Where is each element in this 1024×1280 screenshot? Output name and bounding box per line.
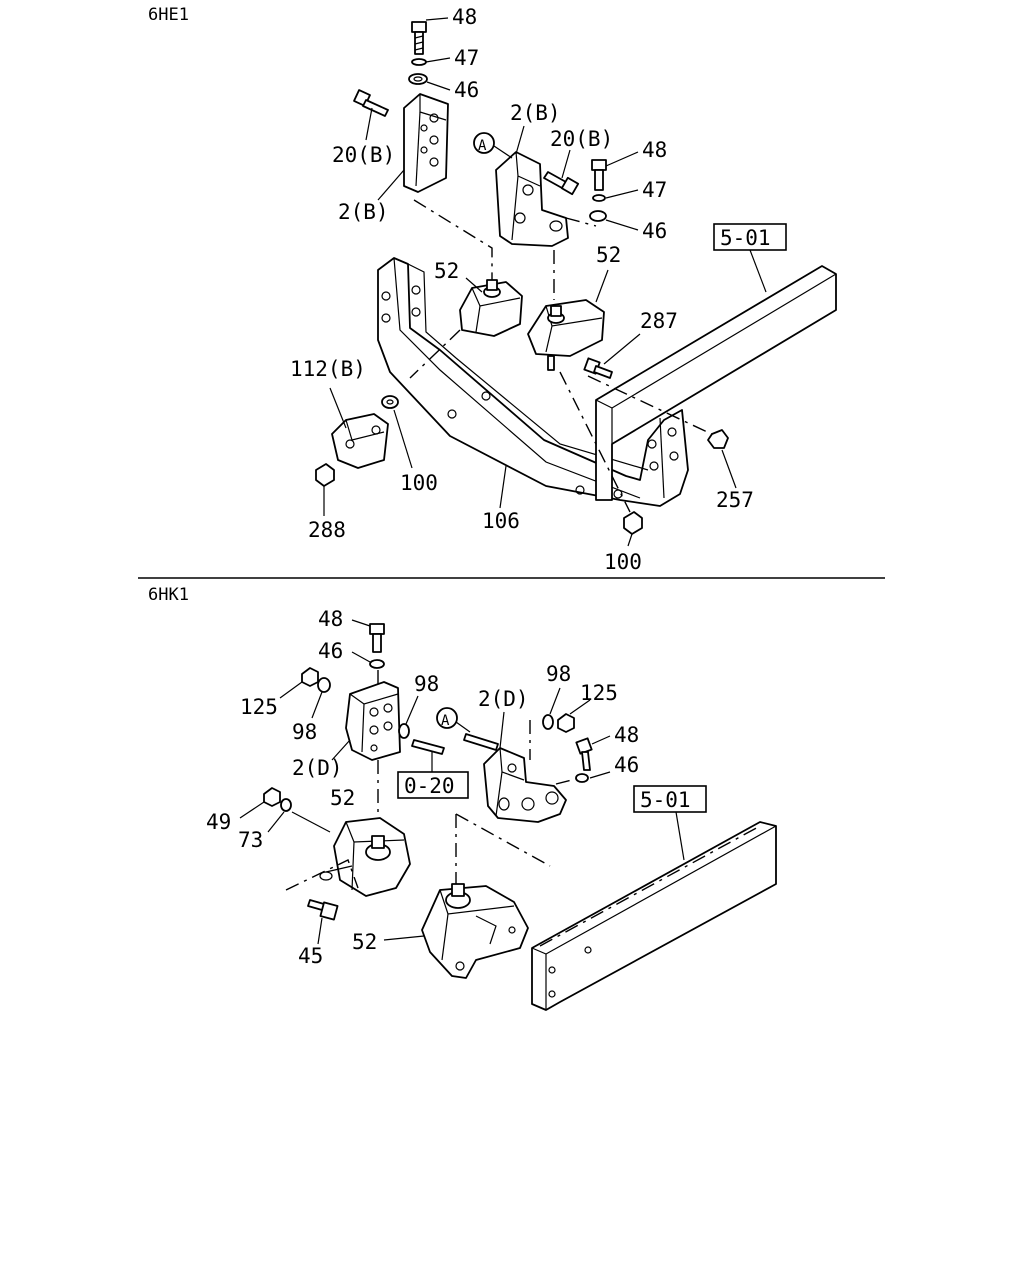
label-52-left: 52: [434, 259, 459, 283]
label-45: 45: [298, 944, 323, 968]
section-title-6he1: 6HE1: [148, 5, 189, 25]
washer-73: [280, 798, 292, 812]
label-2b-plate: 2(B): [338, 200, 389, 224]
label-257: 257: [716, 488, 754, 512]
label-52-lower: 52: [352, 930, 377, 954]
washer-47-right: [592, 194, 606, 202]
label-125-left: 125: [240, 695, 278, 719]
bolt-287: [583, 357, 613, 379]
label-2d-left: 2(D): [292, 756, 343, 780]
nut-125-right: [557, 713, 575, 733]
frame-rail-bottom: [508, 821, 777, 1011]
callout-a-bottom: [436, 707, 458, 729]
bolt-48-6hk1-top: [369, 623, 385, 653]
label-106: 106: [482, 509, 520, 533]
bolt-20b-left: [353, 89, 389, 117]
engine-mount-52-right: [527, 299, 605, 371]
washer-98-left: [317, 677, 331, 693]
label-46-right: 46: [642, 219, 667, 243]
ref-box-5-01-bottom: [633, 785, 707, 813]
label-125-right: 125: [580, 681, 618, 705]
nut-49: [263, 787, 281, 807]
ref-box-5-01-top-label: 5-01: [720, 226, 771, 250]
label-47-top: 47: [454, 46, 479, 70]
callout-a-top-label: A: [478, 138, 487, 154]
engine-mount-52-upper: [319, 817, 411, 897]
bracket-2b-angle: [495, 151, 569, 247]
label-20b-left: 20(B): [332, 143, 395, 167]
bracket-2b-plate: [403, 93, 449, 193]
washer-46-top: [408, 73, 428, 85]
label-112b: 112(B): [290, 357, 366, 381]
label-100-left: 100: [400, 471, 438, 495]
label-20b-right: 20(B): [550, 127, 613, 151]
label-100-bottom: 100: [604, 550, 642, 574]
label-73: 73: [238, 828, 263, 852]
washer-47-top: [411, 58, 427, 66]
label-52-right: 52: [596, 243, 621, 267]
bolt-48-top: [411, 21, 427, 55]
washer-98-middle: [398, 723, 410, 739]
ref-box-0-20: [397, 771, 469, 799]
bolt-45: [307, 899, 339, 921]
bolt-48-6hk1-right: [575, 737, 593, 771]
nut-288: [315, 463, 335, 487]
bracket-2d-left: [345, 681, 401, 761]
nut-257: [707, 429, 729, 449]
label-46-6hk1-right: 46: [614, 753, 639, 777]
label-98-middle: 98: [414, 672, 439, 696]
label-288: 288: [308, 518, 346, 542]
section-title-6hk1: 6HK1: [148, 585, 189, 605]
crossmember-106: [377, 257, 689, 507]
label-48-6hk1-top: 48: [318, 607, 343, 631]
engine-mount-52-lower: [421, 883, 529, 979]
washer-46-6hk1-top: [369, 659, 385, 669]
bolt-48-right: [591, 159, 607, 191]
label-49: 49: [206, 810, 231, 834]
label-287: 287: [640, 309, 678, 333]
nut-100-bottom: [623, 511, 643, 535]
engine-mount-52-left: [459, 279, 523, 337]
label-48-right: 48: [642, 138, 667, 162]
ref-box-5-01-bottom-label: 5-01: [640, 788, 691, 812]
washer-100-left: [381, 395, 399, 409]
label-52-upper: 52: [330, 786, 355, 810]
callout-a-top: [473, 132, 495, 154]
label-2b-angle: 2(B): [510, 101, 561, 125]
stud-bolts: [411, 733, 499, 755]
label-98-right: 98: [546, 662, 571, 686]
bolt-20b-right: [543, 171, 580, 196]
bracket-112b: [331, 413, 389, 469]
frame-rail-top: [587, 265, 837, 501]
label-46-top: 46: [454, 78, 479, 102]
ref-box-0-20-label: 0-20: [404, 774, 455, 798]
label-2d-right: 2(D): [478, 687, 529, 711]
callout-a-bottom-label: A: [441, 713, 450, 729]
nut-125-left: [301, 667, 319, 687]
label-47-right: 47: [642, 178, 667, 202]
label-98-left: 98: [292, 720, 317, 744]
label-46-6hk1-top: 46: [318, 639, 343, 663]
washer-46-6hk1-right: [575, 773, 589, 783]
bracket-2d-right: [483, 747, 567, 823]
label-48-6hk1-right: 48: [614, 723, 639, 747]
label-48-top: 48: [452, 5, 477, 29]
washer-98-right: [542, 714, 554, 730]
washer-46-right: [589, 210, 607, 222]
